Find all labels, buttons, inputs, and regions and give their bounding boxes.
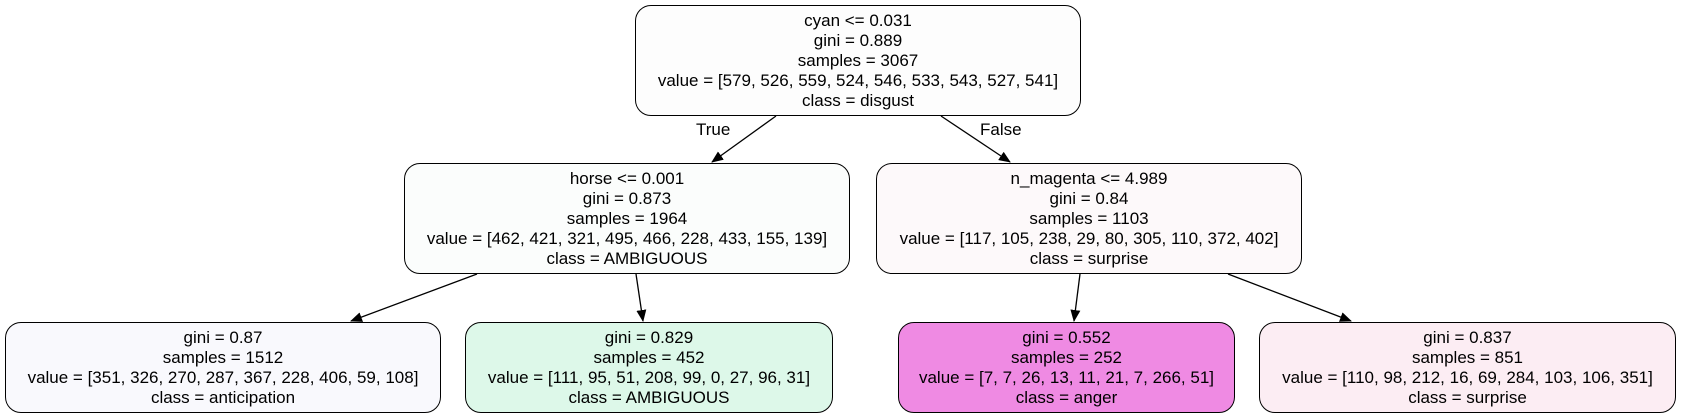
node-value: value = [110, 98, 212, 16, 69, 284, 103,… — [1282, 367, 1653, 387]
node-samples: samples = 452 — [593, 347, 705, 367]
node-value: value = [7, 7, 26, 13, 11, 21, 7, 266, 5… — [918, 367, 1215, 387]
edge-n1-n4 — [635, 273, 647, 322]
edge-n1-n3 — [350, 273, 478, 322]
node-value: value = [462, 421, 321, 495, 466, 228, 4… — [426, 228, 828, 248]
node-class: class = surprise — [1408, 387, 1527, 407]
edge-label-false: False — [980, 120, 1022, 139]
node-gini: gini = 0.829 — [604, 327, 694, 347]
edge-n2-n6 — [1227, 273, 1352, 322]
node-samples: samples = 1512 — [162, 347, 284, 367]
node-class: class = surprise — [1029, 248, 1149, 268]
node-gini: gini = 0.84 — [1049, 188, 1129, 208]
node-gini: gini = 0.552 — [1022, 327, 1111, 347]
node-samples: samples = 3067 — [797, 50, 919, 70]
node-class: class = disgust — [802, 90, 914, 110]
node-gini: gini = 0.837 — [1423, 327, 1512, 347]
node-gini: gini = 0.889 — [813, 30, 903, 50]
tree-node-1: horse <= 0.001 gini = 0.873 samples = 19… — [404, 163, 850, 274]
edge-root-n2 — [940, 115, 1011, 163]
tree-node-5: gini = 0.552 samples = 252 value = [7, 7… — [898, 322, 1235, 413]
tree-node-root: cyan <= 0.031 gini = 0.889 samples = 306… — [635, 5, 1081, 116]
node-value: value = [579, 526, 559, 524, 546, 533, 5… — [657, 70, 1059, 90]
node-class: class = anticipation — [150, 387, 296, 407]
edge-n2-n5 — [1070, 273, 1081, 322]
node-gini: gini = 0.873 — [582, 188, 672, 208]
node-samples: samples = 1103 — [1029, 208, 1149, 228]
node-split-rule: cyan <= 0.031 — [804, 10, 912, 30]
tree-node-2: n_magenta <= 4.989 gini = 0.84 samples =… — [876, 163, 1302, 274]
node-value: value = [117, 105, 238, 29, 80, 305, 110… — [899, 228, 1279, 248]
node-value: value = [111, 95, 51, 208, 99, 0, 27, 96… — [487, 367, 811, 387]
node-class: class = AMBIGUOUS — [546, 248, 708, 268]
node-class: class = anger — [1015, 387, 1118, 407]
node-value: value = [351, 326, 270, 287, 367, 228, 4… — [27, 367, 419, 387]
node-split-rule: horse <= 0.001 — [569, 168, 685, 188]
node-split-rule: n_magenta <= 4.989 — [1010, 168, 1168, 188]
node-samples: samples = 1964 — [566, 208, 688, 228]
edge-label-true: True — [696, 120, 731, 139]
node-samples: samples = 851 — [1411, 347, 1524, 367]
tree-node-6: gini = 0.837 samples = 851 value = [110,… — [1259, 322, 1676, 413]
node-samples: samples = 252 — [1010, 347, 1123, 367]
node-class: class = AMBIGUOUS — [568, 387, 730, 407]
tree-node-3: gini = 0.87 samples = 1512 value = [351,… — [5, 322, 441, 413]
edge-root-n1 — [711, 115, 777, 163]
node-gini: gini = 0.87 — [183, 327, 263, 347]
tree-node-4: gini = 0.829 samples = 452 value = [111,… — [465, 322, 833, 413]
